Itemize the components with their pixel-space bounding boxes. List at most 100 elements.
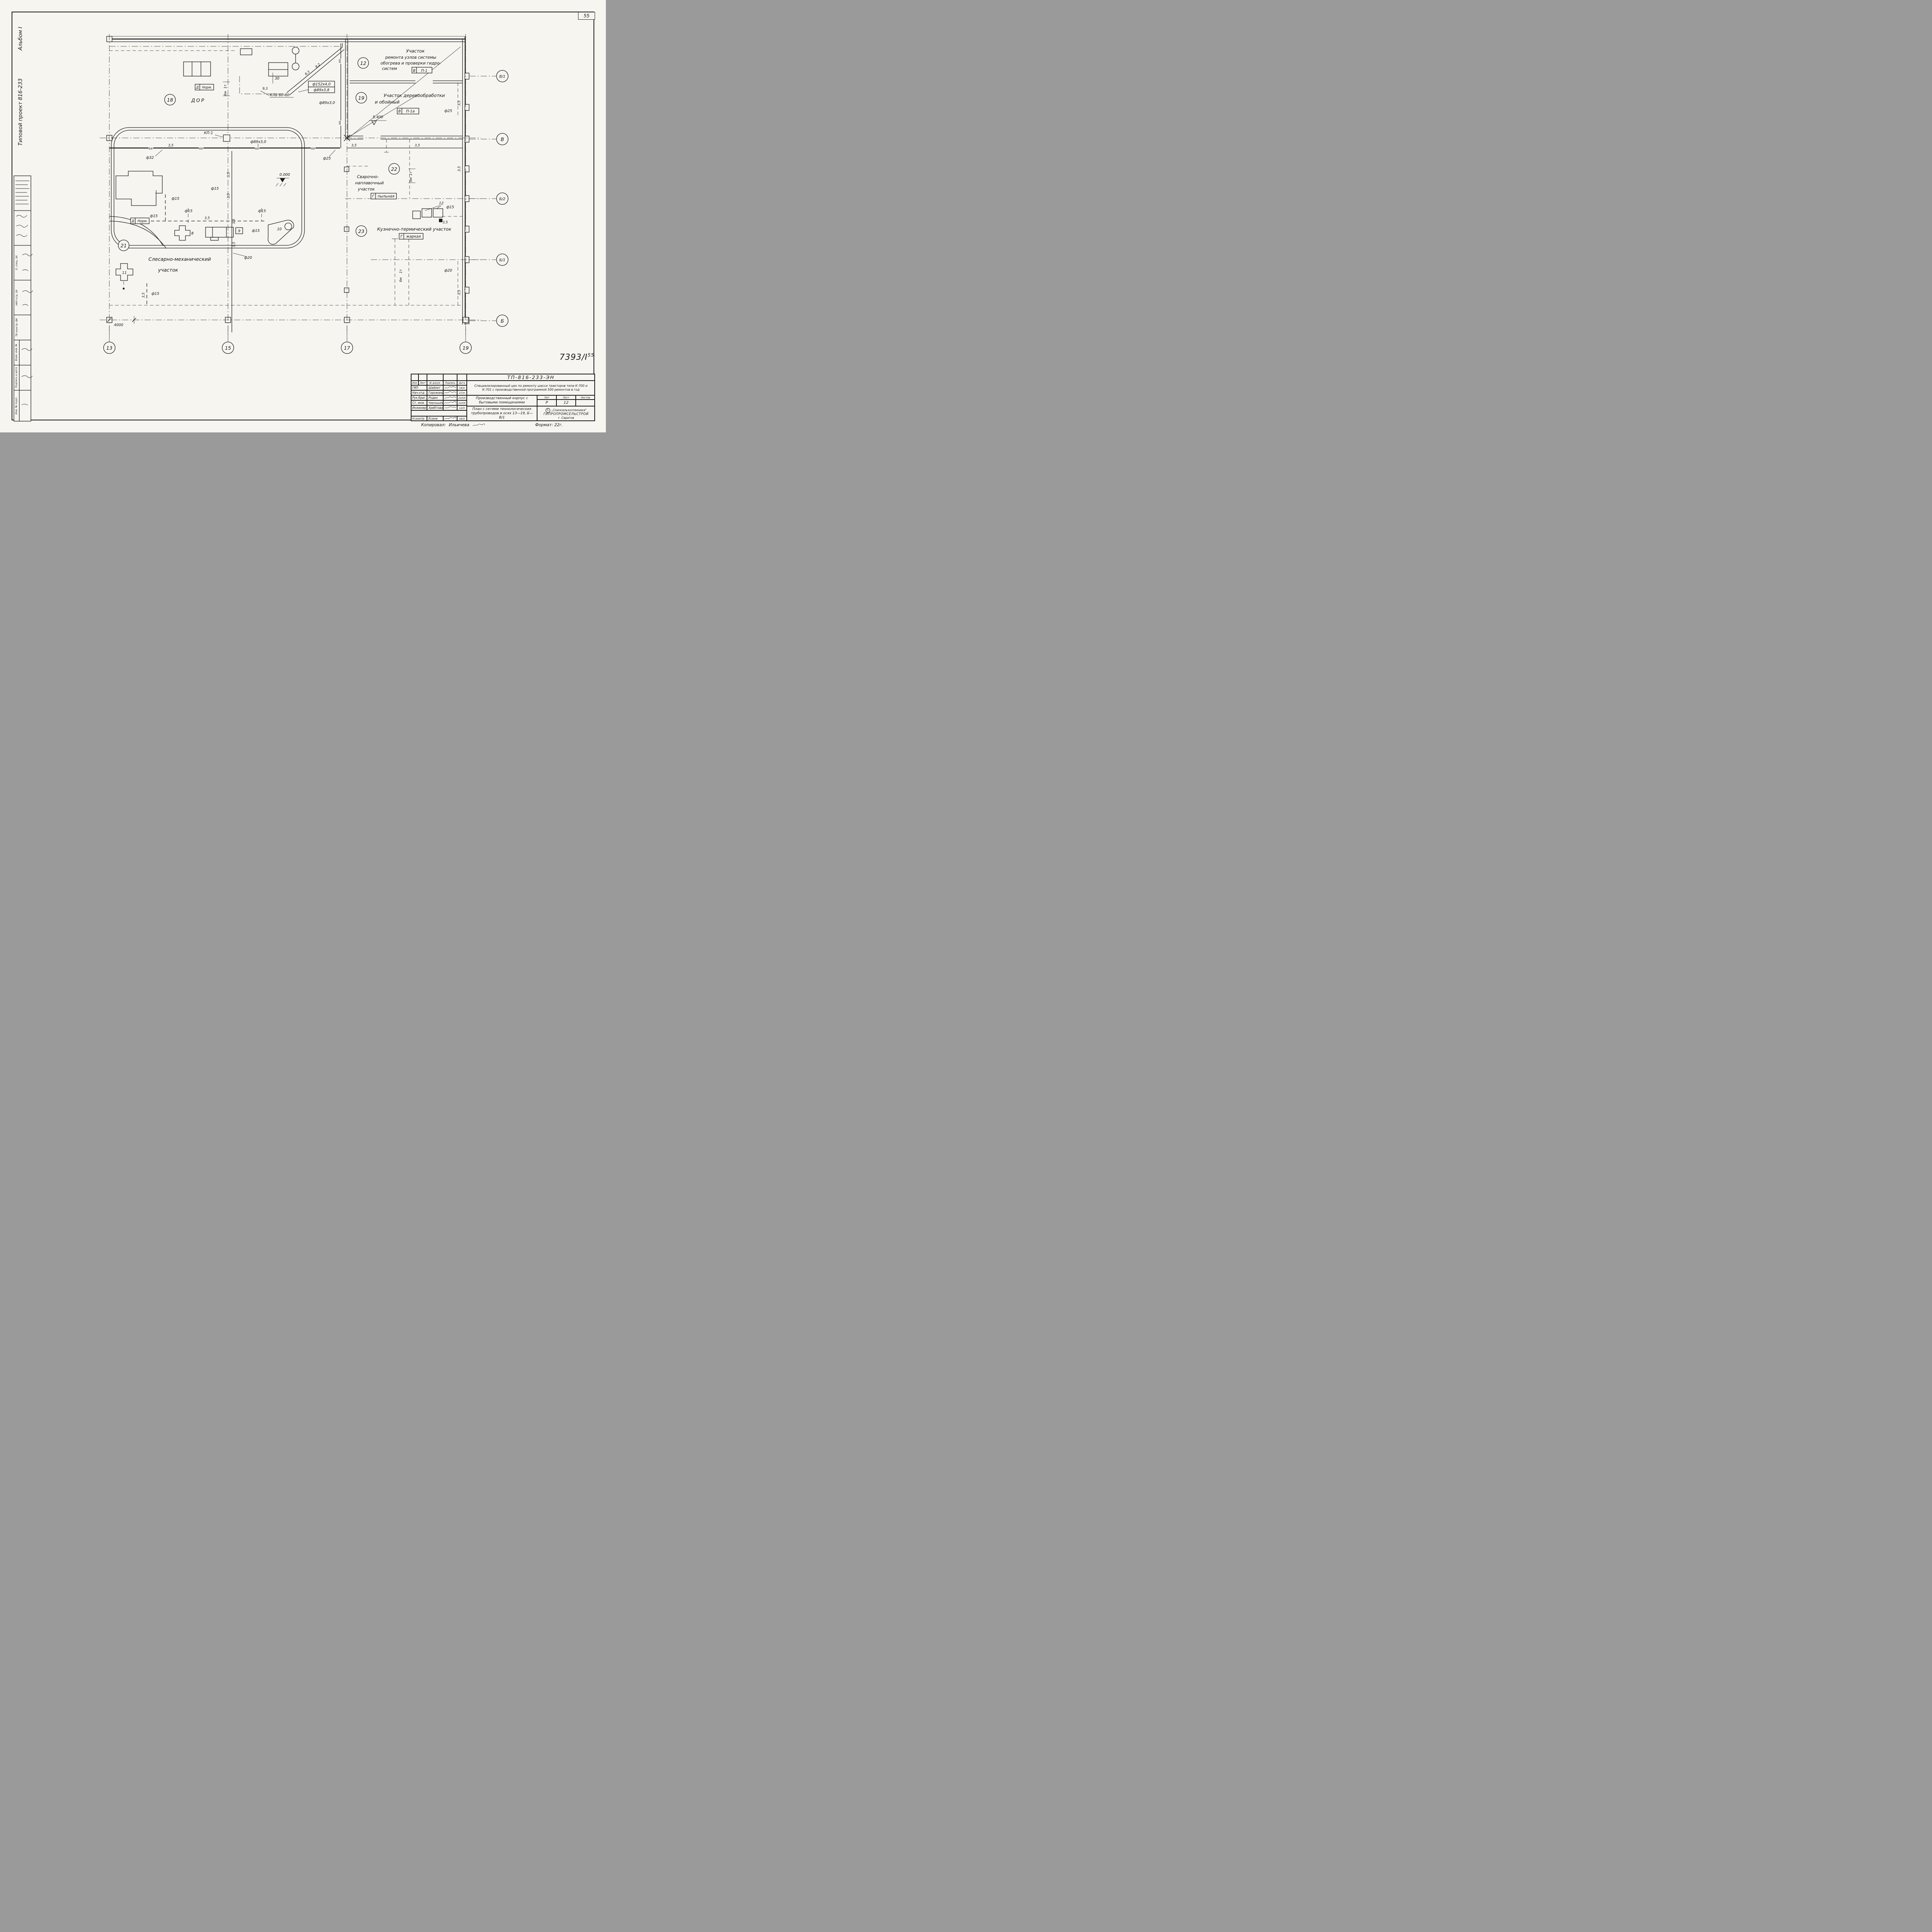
pipe-network: [107, 43, 463, 332]
axis-marker-13: 13: [106, 345, 112, 351]
dim-93: 9,3: [262, 87, 268, 91]
axis-marker-b1: Б/1: [499, 258, 505, 262]
tb-date-rukbrig: 23/VII: [457, 395, 467, 400]
crane-bot-t: 1т: [399, 269, 403, 273]
tb-name-nkontr: Есина: [427, 416, 443, 421]
tb-description: Специализированный цех по ремонту шасси …: [467, 381, 595, 395]
axis-grid: [100, 34, 496, 342]
pipe-mark-xx-5: хх: [338, 59, 342, 63]
axis-marker-17: 17: [344, 345, 350, 351]
copied-label: Копировал:: [421, 423, 446, 427]
pipe-mark-xx-4: хх: [311, 147, 315, 151]
area-kuznya-1: Кузнечно-термический участок: [377, 226, 451, 232]
tb-list-value: 12: [556, 400, 576, 406]
tb-date-nkontr: 26/Х: [457, 416, 467, 421]
tb-role-nachotd: Нач.отд: [411, 390, 427, 395]
tag-remont-num: П-1: [421, 69, 428, 73]
dim-35-h: 3,5: [232, 219, 236, 224]
document-number-sup: 55: [587, 352, 594, 358]
tb-doc-code: ТП-816-233-ЭН: [467, 374, 595, 381]
tag-svarka-cat: Г: [372, 194, 374, 199]
floor-plan: 13 15 17 19 В/1 В Б/2 Б/1 Б 18 12 19 22 …: [14, 27, 509, 422]
tb-name-rukbrig: Родин: [427, 395, 443, 400]
area-slesar-1: Слесарно-механический: [148, 256, 211, 262]
document-number: 7393/I55: [560, 352, 594, 362]
tb-lit-label: Лит: [537, 395, 556, 400]
tb-date-inzhener: 12/Х: [457, 405, 467, 410]
tb-role-nkontr: Н.контр: [411, 416, 427, 421]
building-walls: [106, 36, 469, 325]
dim-35-a: 3,5: [168, 144, 173, 148]
tag-derevo-cat: В: [398, 109, 401, 114]
area-svarka-3: участок: [357, 187, 375, 192]
equip-num-1: 1: [155, 190, 157, 194]
dim-83: 8,3: [304, 70, 311, 76]
label-kp1: КП-1: [204, 131, 213, 135]
tb-sig-nkontr: [443, 416, 457, 421]
axis-marker-v: В: [501, 136, 504, 142]
label-f20-1: ф20: [244, 256, 252, 260]
drawing-sheet: 55: [0, 0, 606, 432]
crane-top-t: 1т: [224, 84, 228, 88]
left-stamp-strip: Л. спец. ЭХ НКУ отд. ЭХ ТК констр. ВК Вз…: [14, 175, 33, 422]
area-remont-3: обогрева и проверки гидро-: [381, 61, 441, 66]
label-f15-2: ф15: [172, 197, 179, 201]
tb-sig-nachotd: [443, 390, 457, 395]
copied-name: Ильичева: [449, 423, 469, 427]
pipe-mark-xx-2: хх: [199, 147, 203, 151]
tb-role-gip: ГИП: [411, 385, 427, 390]
dim-35-k: 3,5: [457, 100, 461, 106]
pipe-mark-xx-3: хх: [255, 147, 259, 151]
tag-svarka-num: пыльная: [378, 194, 394, 199]
dim-30: 30: [275, 77, 279, 81]
axis-marker-15: 15: [225, 345, 231, 351]
norm-box1-d: Д: [196, 86, 199, 90]
area-derevo-1: Участок деревообработки: [384, 93, 445, 98]
equip-num-10: 10: [277, 227, 282, 231]
label-f15-3: ф15: [185, 209, 192, 213]
crane-top-m: 6м: [224, 91, 228, 96]
tb-organization: C „Союзсельхозтехника" ГИПРОПРОМСЕЛЬСТРО…: [537, 406, 595, 421]
label-f89-38: ф89х3,8: [314, 88, 330, 92]
pipe-mark-xx-6: хх: [338, 121, 342, 125]
dim-82: 8,2: [315, 63, 321, 69]
sheet-frame: [12, 12, 594, 420]
room-circle-18: 18: [167, 97, 173, 103]
project-label: Типовой проект 816-233: [17, 78, 24, 146]
margin-spec-1: Л. спец. ЭХ: [15, 255, 18, 270]
area-svarka-1: Сварочно-: [357, 175, 379, 179]
tb-listov-label: Листов: [576, 395, 595, 400]
dim-35-i: 3,5: [232, 242, 236, 247]
tb-header-list: Лист: [418, 381, 427, 385]
crane-mid-m: 6м: [409, 177, 413, 182]
tb-sig-gip: [443, 385, 457, 390]
tb-date-nachotd: 27/Х: [457, 390, 467, 395]
dim-35-d: 3,5: [204, 216, 210, 220]
tag-kuznya-num: жаркая: [406, 235, 421, 239]
tb-date-stinzh: 12/VII: [457, 400, 467, 405]
axis-marker-v1: В/1: [499, 75, 505, 79]
tb-listov-value: [576, 400, 595, 406]
norm-box2-d: Д: [131, 219, 134, 223]
area-remont-1: Участок: [406, 48, 425, 54]
label-f152: ф152х4,0: [313, 82, 331, 87]
margin-stamp-podp: Подпись и дата: [15, 367, 18, 388]
crane-mid-t: 1т: [409, 171, 413, 175]
margin-stamp-inv: Инв. № подл.: [15, 397, 18, 415]
plan-labels: Альбом I Типовой проект 816-233 ДОР Учас…: [17, 27, 461, 327]
tb-name-gip: Шайхет: [427, 385, 443, 390]
tag-remont-cat: В: [413, 69, 416, 73]
margin-spec-3: ТК констр. ВК: [15, 318, 18, 337]
area-remont-2: ремонта узлов системы: [385, 55, 436, 60]
dim-35-m: 3,5: [457, 290, 461, 295]
label-f15-1: ф15: [211, 187, 219, 191]
album-label: Альбом I: [17, 27, 24, 51]
label-f20-2: ф20: [444, 269, 452, 273]
tb-name-stinzh: Чернышёва: [427, 400, 443, 405]
tag-derevo-num: П-1а: [406, 109, 415, 114]
equip-num-9: 9: [238, 229, 240, 233]
tb-sig-stinzh: [443, 400, 457, 405]
room-circle-22: 22: [391, 166, 397, 172]
tb-role-inzhener: Инженер: [411, 405, 427, 410]
label-f15-6: ф15: [252, 229, 260, 233]
